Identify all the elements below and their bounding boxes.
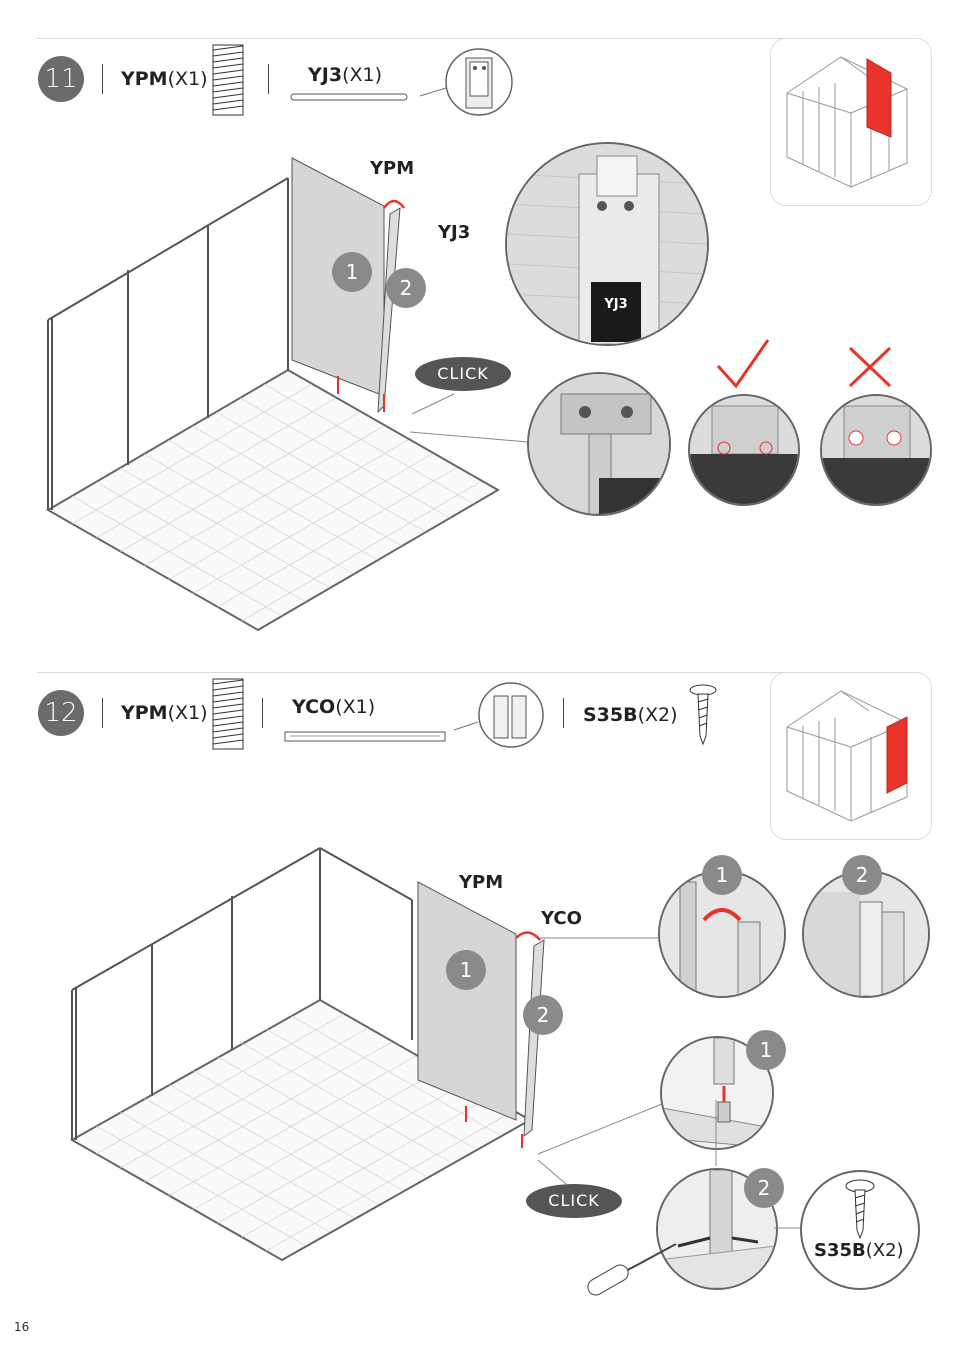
detail-circle-profile: YJ3 [505,142,709,346]
screw-icon [845,1179,875,1240]
separator [262,698,263,728]
divider-top [37,38,917,39]
detail-marker-1b: 1 [746,1030,786,1070]
assembly-drawing-12 [69,847,545,1262]
panel-icon [212,44,244,116]
profile-label: YCO [541,908,582,929]
marker-2: 2 [523,995,563,1035]
click-badge: CLICK [415,357,511,391]
marker-1: 1 [332,252,372,292]
part-label-yco: YCO(X1) [292,696,376,718]
detail-marker-2b: 2 [744,1168,784,1208]
panel-label: YPM [459,872,504,893]
screw-icon [689,684,717,746]
progress-thumbnail [770,38,932,206]
detail-circle-slide [658,870,786,998]
step-number: 12 [38,690,84,736]
leader-lines [537,937,663,1185]
marker-1: 1 [446,950,486,990]
detail-circle-correct [688,394,800,506]
profile-icon [290,93,408,101]
yj3-tag: YJ3 [603,297,627,312]
click-badge: CLICK [526,1184,622,1218]
panel-label: YPM [370,158,415,179]
progress-thumbnail [770,672,932,840]
detail-marker-2: 2 [842,855,882,895]
separator [563,698,564,728]
marker-2: 2 [386,268,426,308]
part-label-s35b: S35B(X2) [583,704,678,726]
svg-text:YJ3: YJ3 [603,297,627,312]
part-label-yj3: YJ3(X1) [308,64,382,86]
cross-icon [848,346,892,388]
screw-label: S35B(X2) [814,1240,904,1261]
separator [102,698,103,728]
detail-circle-click [527,372,671,516]
panel-icon [212,678,244,750]
screw-callout: S35B(X2) [800,1170,920,1290]
page-number: 16 [14,1320,30,1334]
screwdriver-icon [587,1243,677,1296]
connector-lines [715,1100,804,1229]
profile-detail-circle [419,48,513,116]
separator [102,64,103,94]
detail-circle-insert [660,1036,774,1150]
part-label-ypm: YPM(X1) [121,702,208,724]
part-label-ypm: YPM(X1) [121,68,208,90]
divider-middle [37,672,917,673]
profile-detail-circle [453,682,544,748]
separator [268,64,269,94]
detail-marker-1: 1 [702,855,742,895]
profile-icon [284,731,446,742]
profile-label: YJ3 [438,222,471,243]
detail-circle-incorrect [820,394,932,506]
check-icon [716,339,770,389]
step-number: 11 [38,56,84,102]
leader-line [409,393,529,443]
